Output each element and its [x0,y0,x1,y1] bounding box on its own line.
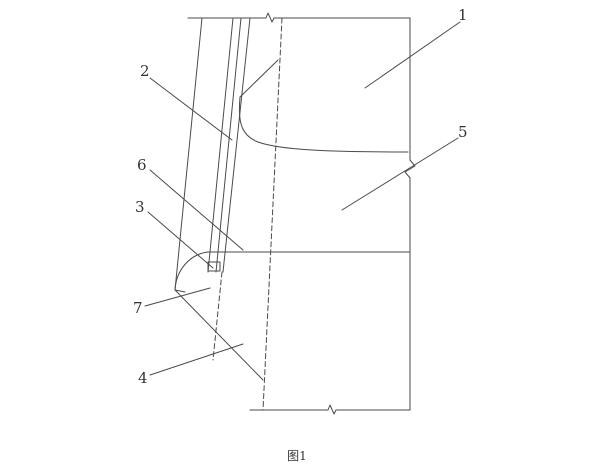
layer-line-3 [215,17,242,273]
figure-caption: 图1 [287,449,307,463]
leader-7 [144,287,211,307]
lower-zone [174,251,411,381]
right-break-mark [404,159,416,179]
toe-slope [174,289,264,381]
label-4: 4 [138,369,148,387]
toe-arc [174,251,209,291]
leader-3 [147,211,214,269]
zone-1-boundary [238,59,409,153]
leader-lines [144,21,461,376]
layer-line-1 [174,17,203,291]
leader-2 [149,77,233,141]
part-labels: 1 2 3 4 5 6 7 [133,6,468,387]
label-7: 7 [133,299,143,317]
diagonal-brace [239,59,279,98]
label-3: 3 [135,198,145,216]
label-5: 5 [458,123,468,141]
leader-5 [341,137,459,211]
leader-1 [364,21,461,89]
inclined-layers [174,17,283,411]
label-2: 2 [140,62,150,80]
sleeve-dashed-inner [212,271,223,361]
label-6: 6 [137,156,147,174]
toe-bottom [174,289,186,293]
layer-line-2 [207,17,234,273]
layer-line-4 [222,17,251,273]
curved-boundary [238,96,409,153]
leader-4 [149,343,244,376]
top-break-mark [265,12,275,23]
layer-line-dashed [262,17,283,411]
bottom-break-mark [327,404,337,415]
connector-block [207,261,221,272]
label-1: 1 [458,6,468,24]
leader-6 [149,169,244,251]
